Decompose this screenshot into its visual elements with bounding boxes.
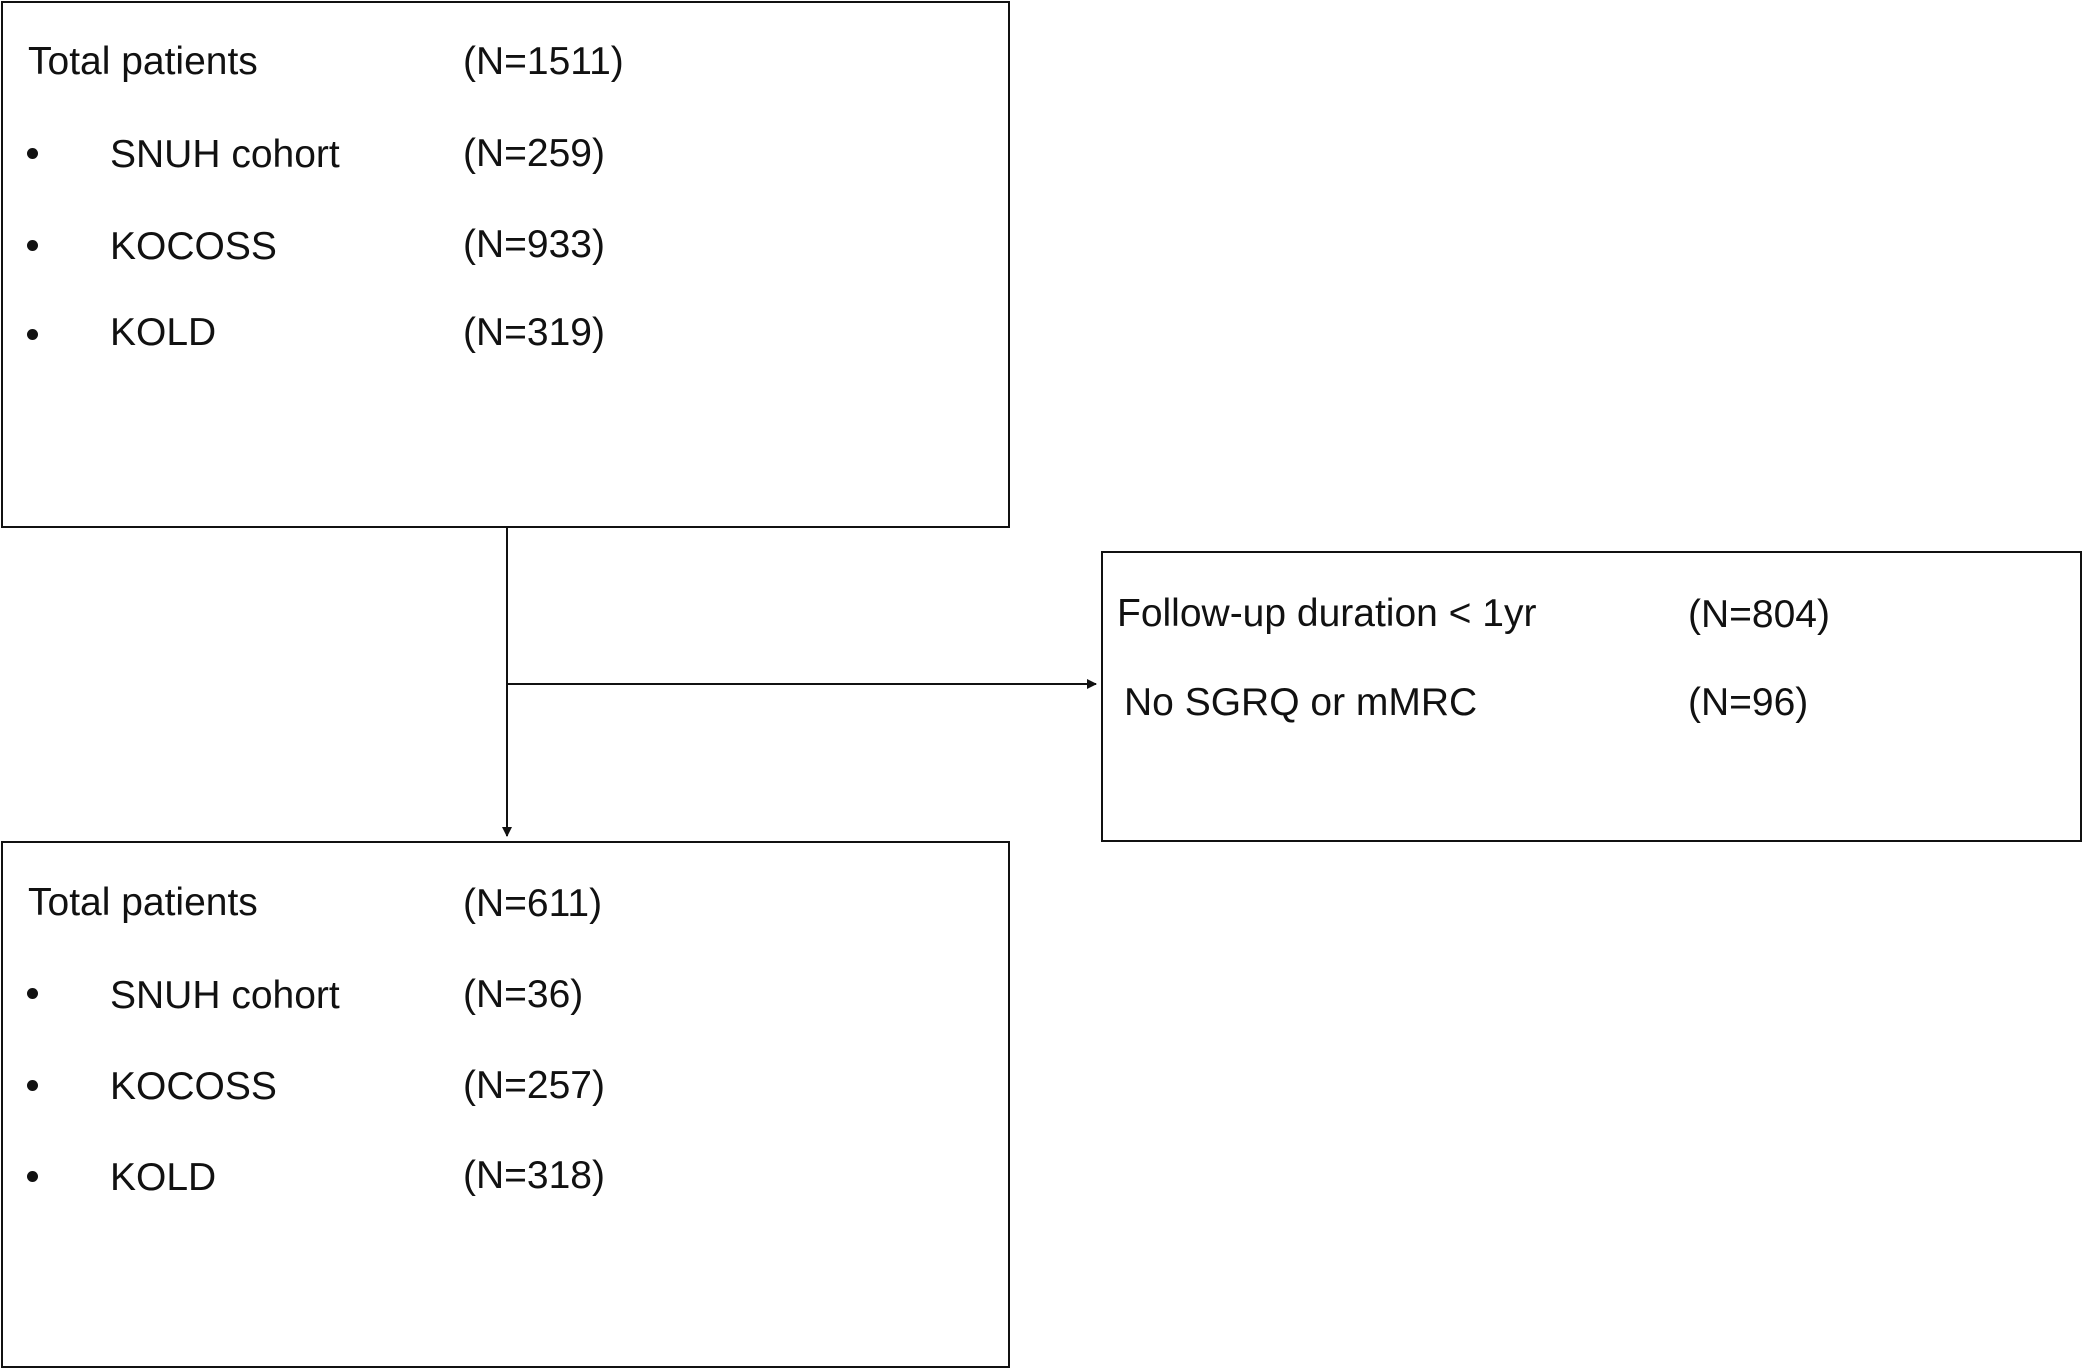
final-item-kold-label: KOLD: [110, 1156, 217, 1199]
final-total-count: (N=611): [463, 882, 603, 925]
exclusion-item-followup-label: Follow-up duration < 1yr: [1117, 592, 1537, 635]
bullet-icon: [27, 148, 38, 159]
final-item-snuh-label: SNUH cohort: [110, 974, 340, 1017]
initial-item-snuh-label: SNUH cohort: [110, 133, 340, 176]
initial-item-kold-label: KOLD: [110, 311, 217, 354]
exclusion-item-sgrq-count: (N=96): [1688, 681, 1809, 724]
exclusion-item-sgrq-label: No SGRQ or mMRC: [1124, 681, 1478, 724]
initial-item-kold-count: (N=319): [463, 311, 605, 354]
initial-item-snuh-count: (N=259): [463, 132, 605, 175]
bullet-icon: [27, 988, 38, 999]
bullet-icon: [27, 1171, 38, 1182]
final-item-kocoss-count: (N=257): [463, 1064, 605, 1107]
bullet-icon: [27, 329, 38, 340]
bullet-icon: [27, 240, 38, 251]
exclusion-box: [1101, 551, 2082, 842]
initial-item-kocoss-label: KOCOSS: [110, 225, 277, 268]
initial-item-kocoss-count: (N=933): [463, 223, 605, 266]
final-cohort-box: [1, 841, 1010, 1368]
bullet-icon: [27, 1080, 38, 1091]
final-total-label: Total patients: [28, 881, 258, 924]
final-item-kocoss-label: KOCOSS: [110, 1065, 277, 1108]
initial-total-count: (N=1511): [463, 40, 624, 83]
initial-total-label: Total patients: [28, 40, 258, 83]
final-item-kold-count: (N=318): [463, 1154, 605, 1197]
exclusion-item-followup-count: (N=804): [1688, 593, 1830, 636]
final-item-snuh-count: (N=36): [463, 973, 584, 1016]
initial-cohort-box: [1, 1, 1010, 528]
